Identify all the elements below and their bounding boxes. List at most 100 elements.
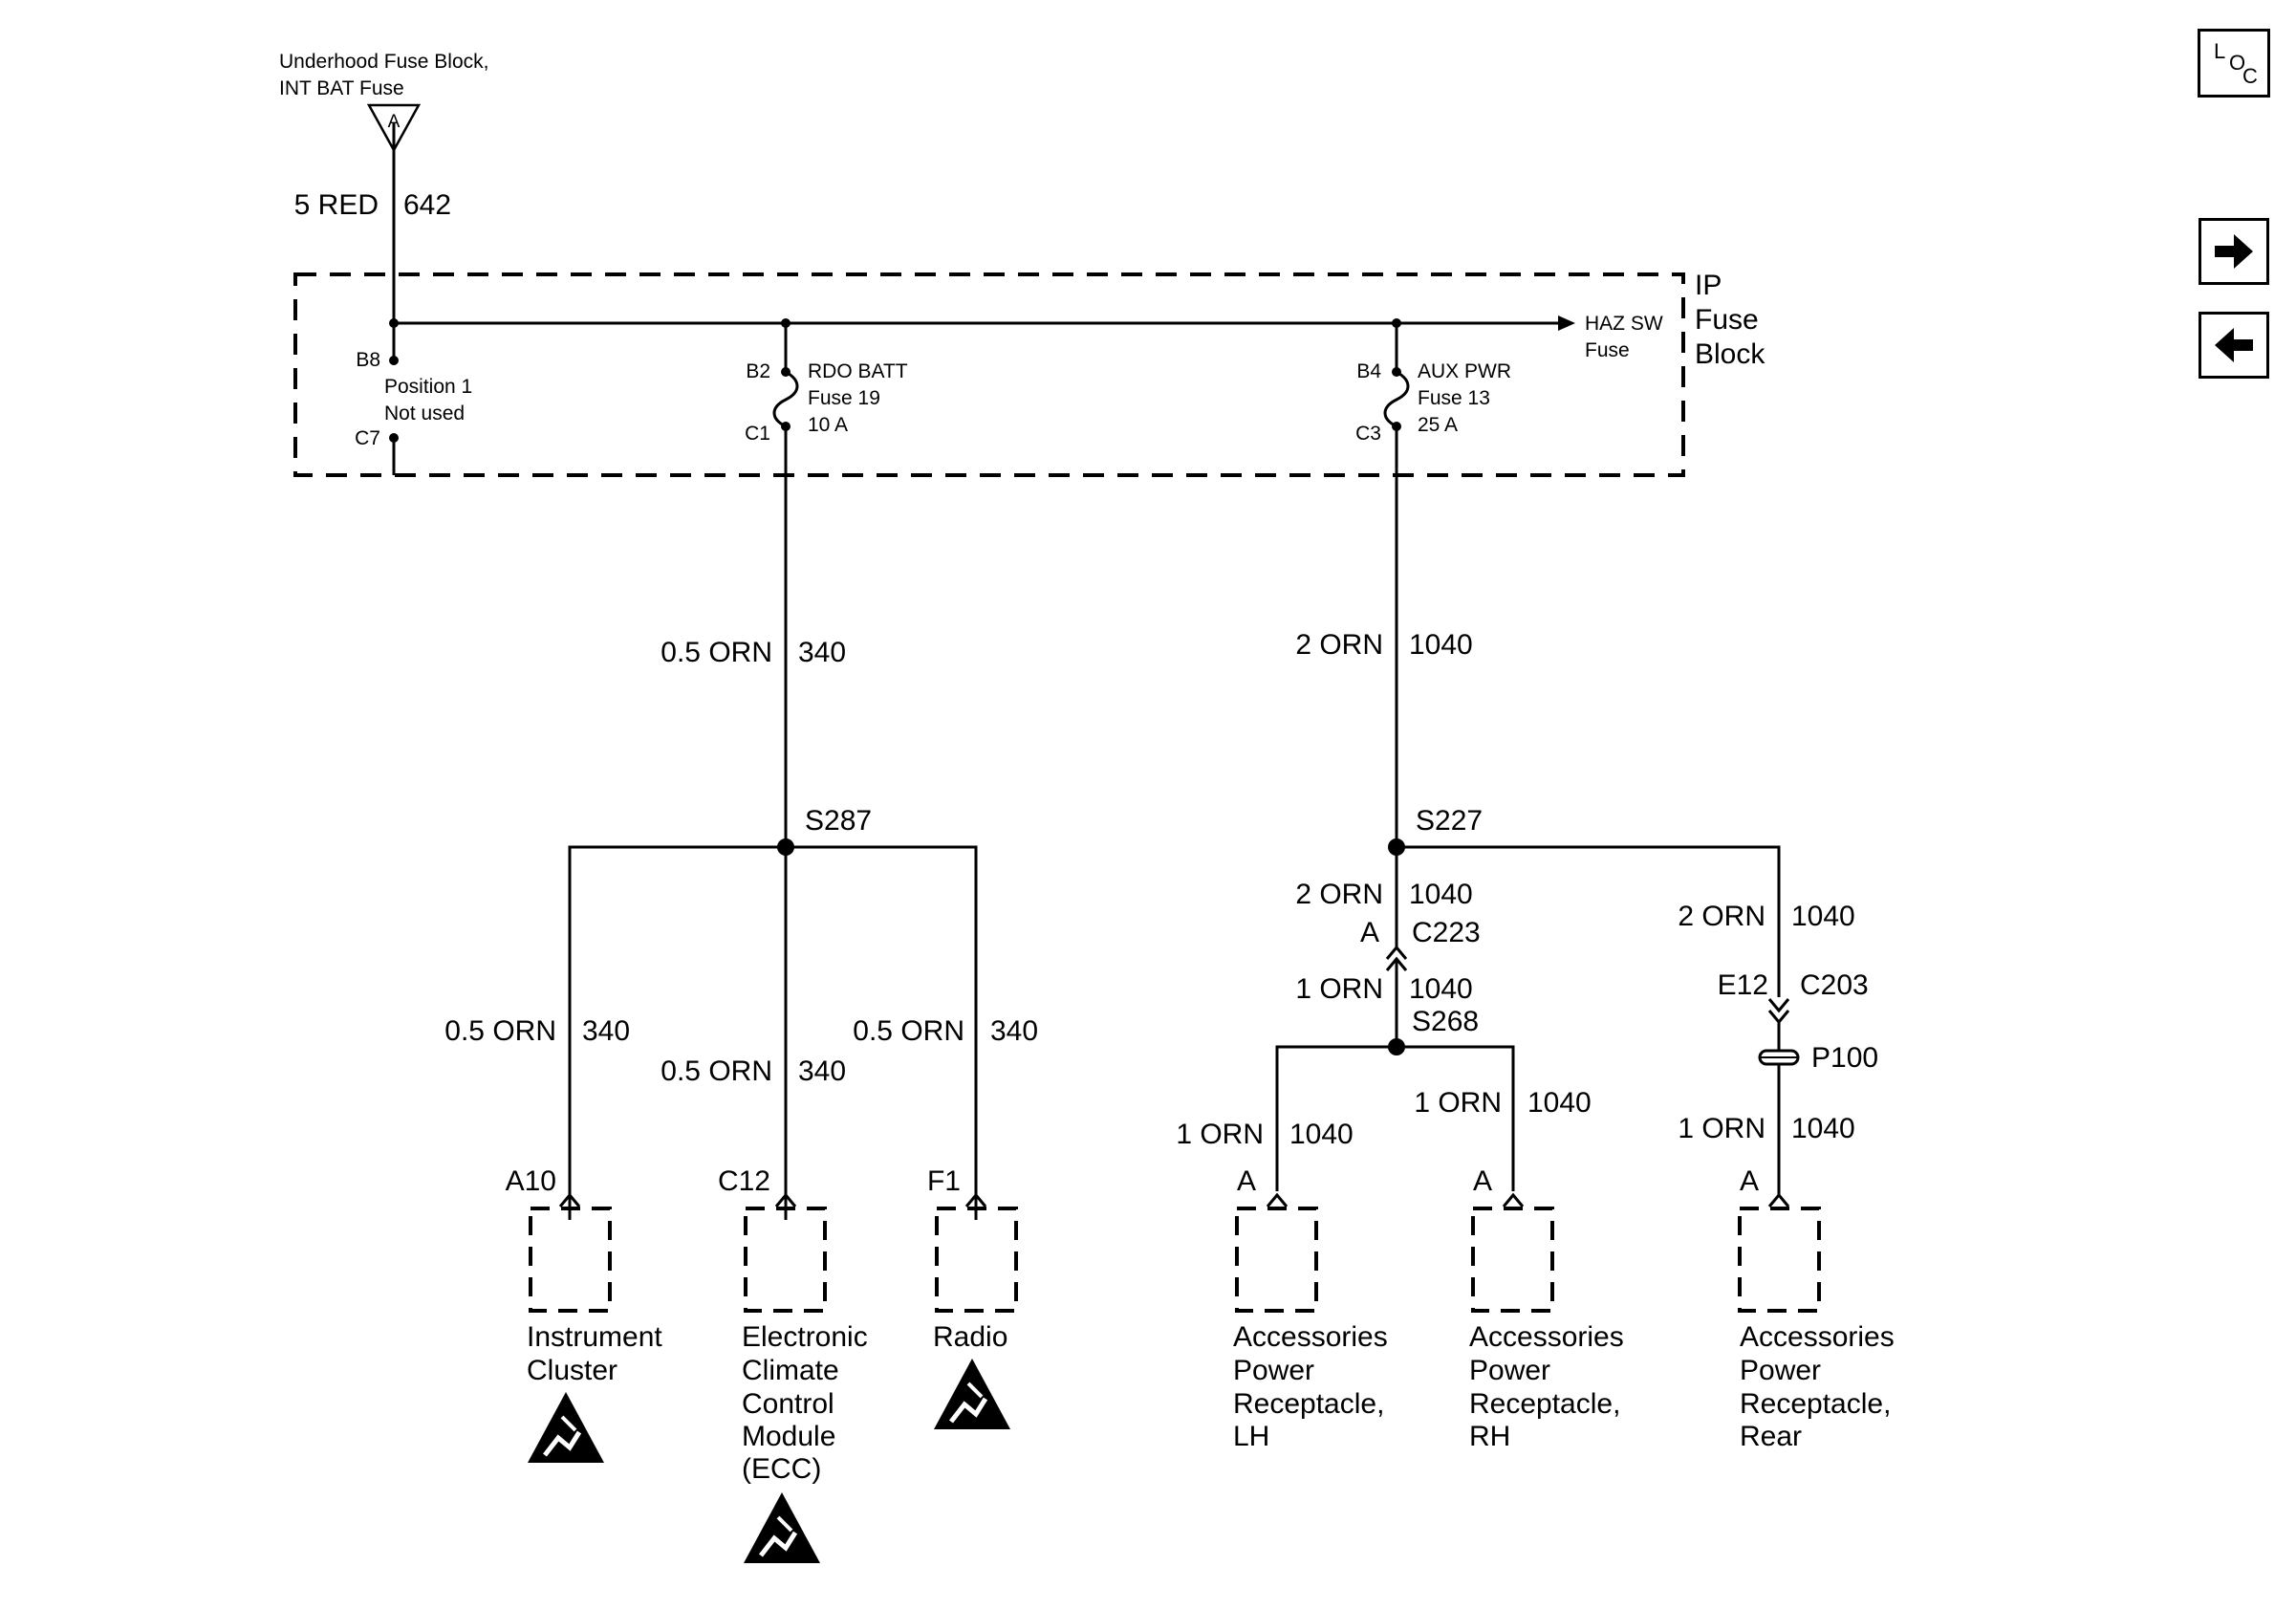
fuse-block-name-line2: Fuse — [1695, 304, 1759, 336]
radio-line1: Radio — [933, 1321, 1007, 1353]
rdo-label-line1: RDO BATT — [808, 360, 908, 382]
receptacle-rear-line2: Power — [1740, 1355, 1821, 1386]
fuse-block-outline — [293, 272, 1685, 477]
c223-lower-wire-color: 1 ORN — [1295, 973, 1383, 1005]
ecc-line1: Electronic — [742, 1321, 868, 1353]
pos1-pin-bottom: C7 — [355, 427, 380, 449]
arrow-left-icon — [2215, 328, 2253, 362]
splice-s227-label: S227 — [1416, 805, 1483, 837]
source-circuit: 642 — [403, 189, 451, 221]
drop-rh-terminal — [1502, 1192, 1525, 1208]
pos1-label-line2: Not used — [384, 402, 465, 424]
aux-label-line2: Fuse 13 — [1418, 387, 1490, 409]
c223-pin: A — [1360, 917, 1379, 948]
rear-lower-circuit: 1040 — [1791, 1113, 1855, 1144]
ecc-module-component — [744, 1207, 827, 1313]
drop-radio-terminal — [964, 1192, 987, 1208]
esd-warning-icon — [934, 1359, 1010, 1429]
haz-sw-arrow — [1558, 315, 1575, 331]
esd-warning-icon — [744, 1492, 820, 1563]
receptacle-rear-line1: Accessories — [1740, 1321, 1895, 1353]
p100-label: P100 — [1811, 1042, 1878, 1074]
loc-letter-l: L — [2214, 39, 2226, 63]
pos1-pin-b8 — [389, 356, 399, 365]
haz-sw-label-line2: Fuse — [1585, 339, 1630, 361]
receptacle-rh-line2: Power — [1469, 1355, 1550, 1386]
fuse-block-name-line3: Block — [1695, 338, 1765, 370]
fuse-block-name-line1: IP — [1695, 270, 1722, 301]
drop-ipc-pin: A10 — [506, 1165, 556, 1197]
drop-lh-terminal — [1266, 1192, 1289, 1208]
aux-label-line1: AUX PWR — [1418, 360, 1511, 382]
receptacle-lh-component — [1235, 1207, 1318, 1313]
pos1-label-line1: Position 1 — [384, 376, 472, 398]
source-connector-letter: A — [388, 112, 401, 132]
c223-name: C223 — [1412, 917, 1481, 948]
arrow-right-icon — [2215, 234, 2253, 269]
right-trunk-wire-color: 2 ORN — [1295, 629, 1383, 661]
c203-name: C203 — [1800, 969, 1869, 1001]
ecc-line5: (ECC) — [742, 1453, 821, 1485]
receptacle-rear-line3: Receptacle, — [1740, 1388, 1891, 1420]
drop-ipc-terminal — [558, 1192, 581, 1208]
drop-rh-circuit: 1040 — [1527, 1087, 1592, 1119]
drop-ipc-wire-color: 0.5 ORN — [444, 1015, 556, 1047]
receptacle-rh-line4: RH — [1469, 1421, 1510, 1452]
splice-s268-label: S268 — [1412, 1006, 1479, 1037]
drop-ipc-circuit: 340 — [582, 1015, 630, 1047]
c223-upper-wire-color: 2 ORN — [1295, 879, 1383, 910]
esd-warning-icon — [528, 1392, 604, 1463]
drop-ecc-wire-color: 0.5 ORN — [661, 1055, 772, 1087]
receptacle-lh-line3: Receptacle, — [1233, 1388, 1384, 1420]
rear-upper-wire-color: 2 ORN — [1678, 901, 1765, 932]
source-connector-symbol — [366, 103, 422, 153]
source-wire-color: 5 RED — [294, 189, 379, 221]
receptacle-rear-component — [1738, 1207, 1821, 1313]
instrument-cluster-line2: Cluster — [527, 1355, 617, 1386]
drop-ecc-pin: C12 — [718, 1165, 770, 1197]
receptacle-rear-line4: Rear — [1740, 1421, 1802, 1452]
receptacle-lh-line4: LH — [1233, 1421, 1269, 1452]
previous-page-button[interactable] — [2199, 312, 2269, 379]
rdo-label-line3: 10 A — [808, 414, 848, 436]
left-trunk-circuit: 340 — [798, 637, 846, 668]
splice-s287-label: S287 — [805, 805, 872, 837]
haz-sw-label-line1: HAZ SW — [1585, 313, 1663, 335]
right-trunk-circuit: 1040 — [1409, 629, 1473, 661]
receptacle-lh-line2: Power — [1233, 1355, 1314, 1386]
location-view-button[interactable]: L O C — [2198, 29, 2270, 98]
ecc-line3: Control — [742, 1388, 834, 1420]
next-page-button[interactable] — [2199, 218, 2269, 285]
s268-branch-wires — [1275, 1045, 1515, 1191]
rdo-label-line2: Fuse 19 — [808, 387, 880, 409]
drop-rear-pin: A — [1740, 1165, 1759, 1197]
ecc-line4: Module — [742, 1421, 835, 1452]
c203-pin: E12 — [1718, 969, 1768, 1001]
receptacle-rh-component — [1471, 1207, 1554, 1313]
instrument-cluster-line1: Instrument — [527, 1321, 662, 1353]
aux-pin-top: B4 — [1356, 360, 1381, 382]
drop-rear-terminal — [1767, 1192, 1790, 1208]
loc-letter-c: C — [2242, 64, 2258, 88]
c223-upper-circuit: 1040 — [1409, 879, 1473, 910]
drop-rh-pin: A — [1473, 1165, 1492, 1197]
instrument-cluster-component — [529, 1207, 612, 1313]
receptacle-lh-line1: Accessories — [1233, 1321, 1388, 1353]
rear-upper-circuit: 1040 — [1791, 901, 1855, 932]
loc-letter-o: O — [2229, 51, 2246, 75]
p100-passthrough-symbol — [1758, 1049, 1800, 1066]
drop-rh-wire-color: 1 ORN — [1414, 1087, 1502, 1119]
rdo-pin-bottom: C1 — [745, 423, 770, 445]
receptacle-rh-line1: Accessories — [1469, 1321, 1624, 1353]
ecc-line2: Climate — [742, 1355, 839, 1386]
rear-feed-wire — [1397, 845, 1781, 997]
pos1-pin-top: B8 — [356, 349, 380, 371]
drop-lh-pin: A — [1237, 1165, 1256, 1197]
source-label-line2: INT BAT Fuse — [279, 77, 404, 99]
aux-label-line3: 25 A — [1418, 414, 1458, 436]
rdo-fuse-symbol — [772, 370, 799, 428]
aux-fuse-symbol — [1383, 370, 1410, 428]
radio-component — [935, 1207, 1018, 1313]
receptacle-rh-line3: Receptacle, — [1469, 1388, 1620, 1420]
